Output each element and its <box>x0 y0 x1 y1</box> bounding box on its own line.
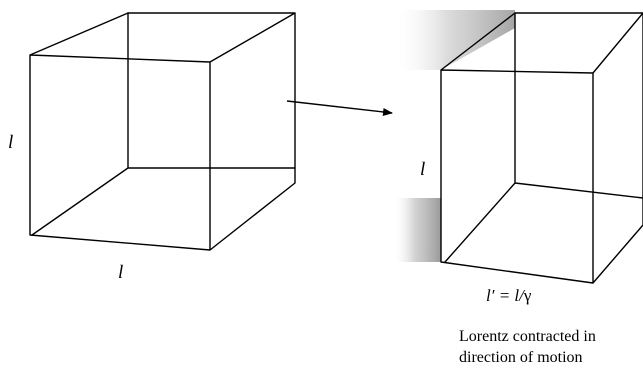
motion-blur-shading <box>393 10 515 262</box>
contracted-height-label: l <box>420 159 425 180</box>
motion-arrow <box>286 100 393 116</box>
original-cube-outline <box>29 12 296 251</box>
contracted-cube-hidden-edges <box>444 12 643 263</box>
contracted-cube-outline <box>440 12 643 284</box>
caption-line-2: direction of motion <box>459 349 583 366</box>
motion-blur-bottom <box>393 198 441 262</box>
motion-blur-top <box>393 10 515 70</box>
original-cube-hidden-edges <box>31 12 296 236</box>
contracted-cube <box>440 12 643 284</box>
original-width-label: l <box>118 262 123 283</box>
original-cube <box>29 12 296 251</box>
contracted-width-label: l′ = l/γ <box>486 286 532 305</box>
caption-line-1: Lorentz contracted in <box>459 328 596 345</box>
contracted-width-formula: l′ = l/ <box>486 286 526 305</box>
gamma-symbol: γ <box>523 286 532 305</box>
original-height-label: l <box>8 132 13 153</box>
